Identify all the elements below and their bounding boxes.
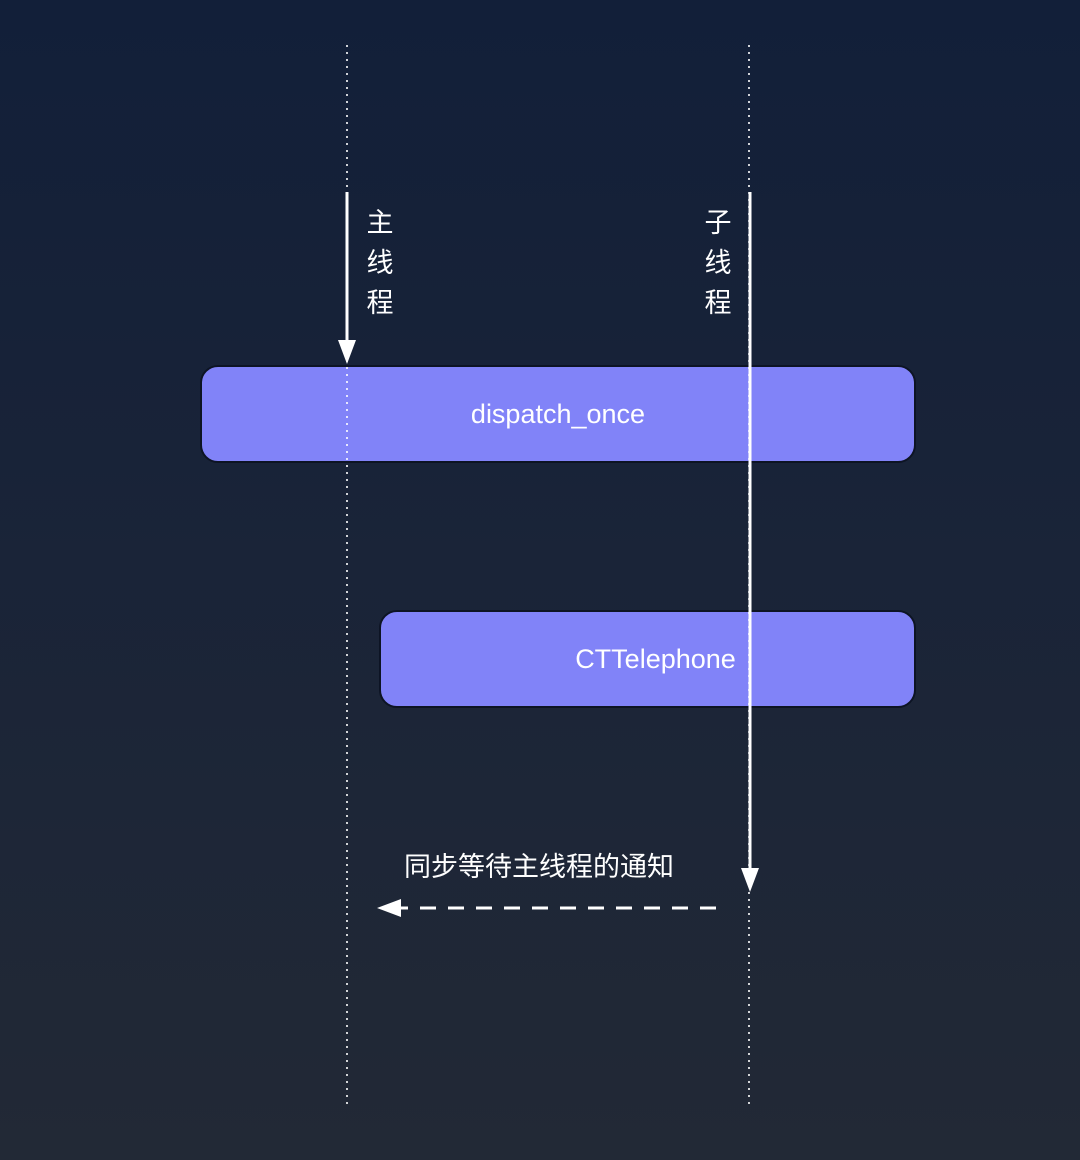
dispatch-once-label: dispatch_once — [470, 398, 646, 429]
sync-wait-arrowhead — [377, 899, 401, 917]
sub-thread-label: 子线程 — [704, 208, 732, 319]
main-thread-label: 主线程 — [366, 208, 394, 319]
cttelephone-label: CTTelephone — [575, 643, 736, 674]
dispatch-once-box: dispatch_once — [200, 365, 916, 463]
main-thread-arrowhead — [338, 340, 356, 364]
sync-wait-label: 同步等待主线程的通知 — [404, 852, 674, 883]
cttelephone-box: CTTelephone — [379, 610, 916, 708]
sub-thread-arrowhead — [741, 868, 759, 892]
